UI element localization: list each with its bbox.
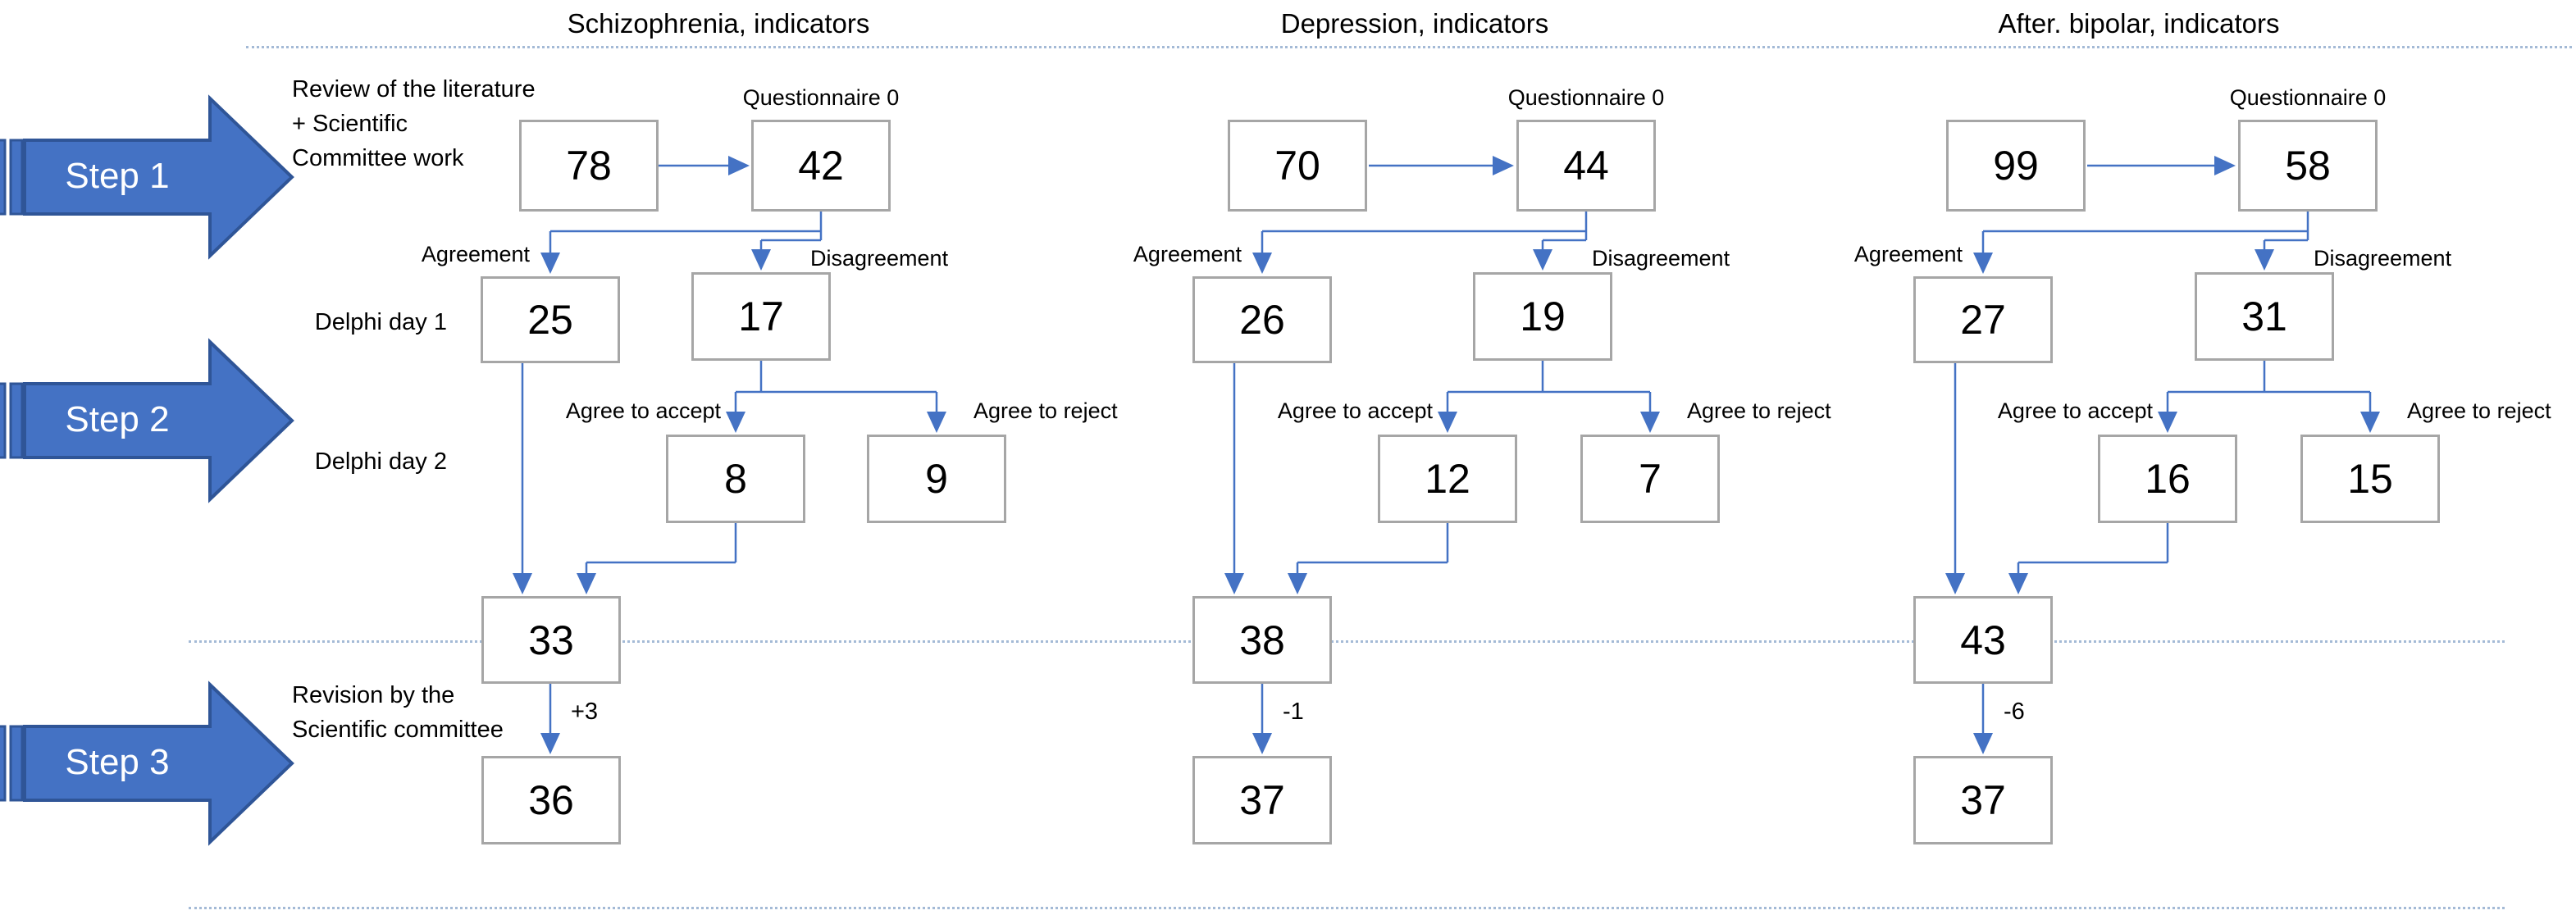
delphi-day2-label: Delphi day 2 xyxy=(314,448,447,475)
depression-revision-delta: -1 xyxy=(1283,699,1304,725)
depression-reject-box: 7 xyxy=(1580,435,1720,523)
schizophrenia-disagreement-box: 17 xyxy=(691,272,831,361)
column-title-schizophrenia: Schizophrenia, indicators xyxy=(567,8,870,39)
agreement-label-schizophrenia: Agreement xyxy=(421,242,530,266)
depression-disagreement-box: 19 xyxy=(1473,272,1612,361)
step1-arrow-label: Step 1 xyxy=(65,156,170,196)
reject-label-schizophrenia: Agree to reject xyxy=(973,398,1118,423)
schizophrenia-initial-box: 78 xyxy=(519,120,659,212)
accept-label-depression: Agree to accept xyxy=(1277,398,1433,423)
depression-initial-box: 70 xyxy=(1228,120,1367,212)
schizophrenia-revision-delta: +3 xyxy=(571,699,599,725)
bipolar-disagreement-box: 31 xyxy=(2195,272,2334,361)
bipolar-reject-box: 15 xyxy=(2300,435,2440,523)
step1-note: Review of the literature + Scientific Co… xyxy=(292,76,536,171)
step2-arrow-label: Step 2 xyxy=(65,399,170,439)
depression-final-box: 37 xyxy=(1192,756,1332,844)
schizophrenia-questionnaire0-box: 42 xyxy=(751,120,891,212)
bipolar-questionnaire0-box: 58 xyxy=(2238,120,2378,212)
schizophrenia-reject-box: 9 xyxy=(867,435,1006,523)
questionnaire0-label-bipolar: Questionnaire 0 xyxy=(2229,85,2387,110)
disagreement-label-bipolar: Disagreement xyxy=(2314,246,2452,271)
agreement-label-bipolar: Agreement xyxy=(1853,242,1963,266)
bipolar-revision-delta: -6 xyxy=(2004,699,2025,725)
accept-label-schizophrenia: Agree to accept xyxy=(565,398,721,423)
disagreement-label-schizophrenia: Disagreement xyxy=(810,246,949,271)
top-divider-line xyxy=(246,46,2572,48)
questionnaire0-label-schizophrenia: Questionnaire 0 xyxy=(742,85,900,110)
bottom-divider-line xyxy=(189,907,2505,909)
schizophrenia-agreement-box: 25 xyxy=(481,276,620,363)
schizophrenia-final-box: 36 xyxy=(481,756,621,844)
bipolar-merged-box: 43 xyxy=(1913,596,2053,684)
column-title-bipolar: After. bipolar, indicators xyxy=(1998,8,2280,39)
depression-agreement-box: 26 xyxy=(1192,276,1332,363)
bipolar-accept-box: 16 xyxy=(2098,435,2237,523)
agreement-label-depression: Agreement xyxy=(1133,242,1242,266)
reject-label-bipolar: Agree to reject xyxy=(2407,398,2551,423)
questionnaire0-label-depression: Questionnaire 0 xyxy=(1507,85,1665,110)
bipolar-initial-box: 99 xyxy=(1946,120,2086,212)
disagreement-label-depression: Disagreement xyxy=(1592,246,1730,271)
step3-arrow-label: Step 3 xyxy=(65,742,170,782)
column-title-depression: Depression, indicators xyxy=(1280,8,1549,39)
delphi-day1-label: Delphi day 1 xyxy=(314,309,447,335)
bipolar-agreement-box: 27 xyxy=(1913,276,2053,363)
schizophrenia-accept-box: 8 xyxy=(666,435,805,523)
accept-label-bipolar: Agree to accept xyxy=(1997,398,2153,423)
step3-note: Revision by the Scientific committee xyxy=(292,682,504,743)
depression-questionnaire0-box: 44 xyxy=(1516,120,1656,212)
depression-merged-box: 38 xyxy=(1192,596,1332,684)
reject-label-depression: Agree to reject xyxy=(1687,398,1831,423)
depression-accept-box: 12 xyxy=(1378,435,1517,523)
schizophrenia-merged-box: 33 xyxy=(481,596,621,684)
bipolar-final-box: 37 xyxy=(1913,756,2053,844)
